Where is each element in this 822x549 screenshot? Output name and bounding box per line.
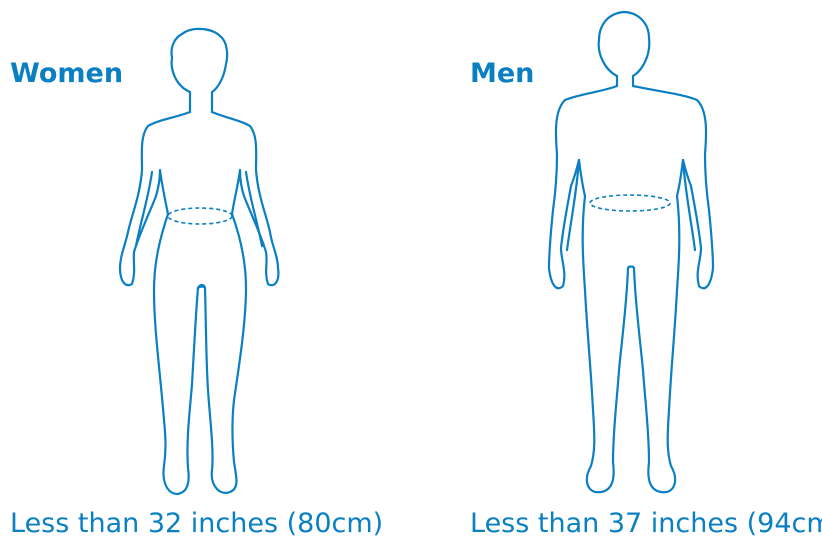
men-waist-caption: Less than 37 inches (94cm) — [470, 510, 822, 537]
man-body-outline-icon — [411, 0, 822, 505]
man-waist-measure-line — [590, 195, 670, 211]
woman-waist-measure-line — [168, 208, 232, 224]
woman-body-outline-icon — [0, 0, 410, 505]
woman-head-outline — [171, 29, 227, 112]
woman-body-outline — [120, 112, 278, 494]
women-waist-caption: Less than 32 inches (80cm) — [10, 510, 383, 537]
man-body-outline — [549, 86, 713, 492]
man-left-inner-arm — [567, 160, 579, 250]
man-head-outline — [599, 12, 650, 86]
man-right-inner-arm — [683, 160, 695, 250]
